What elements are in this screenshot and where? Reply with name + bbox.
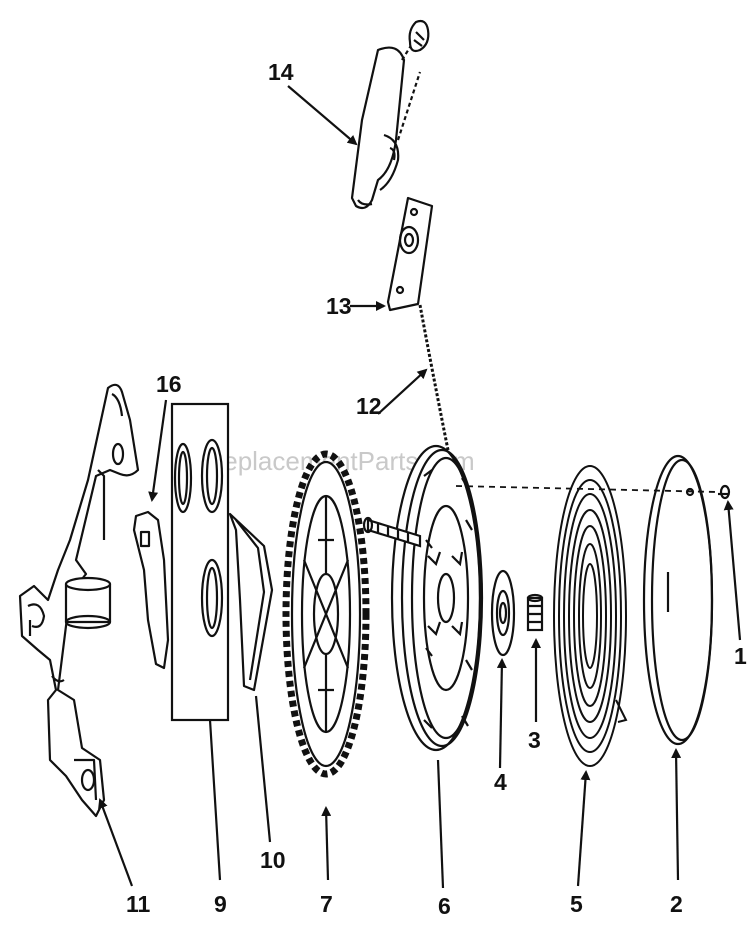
label-part-14: 14 — [268, 59, 294, 85]
leader-lines — [98, 85, 742, 889]
label-part-11: 11 — [126, 891, 151, 917]
label-part-1: 1 — [734, 643, 747, 669]
part-11-mounting-plate — [18, 383, 140, 818]
label-part-16: 16 — [156, 371, 182, 397]
label-part-7: 7 — [320, 891, 333, 917]
part-7-sprocket — [282, 450, 370, 778]
label-part-10: 10 — [260, 847, 286, 873]
part-12-rope — [418, 304, 450, 451]
part-2-cover-disc — [642, 454, 714, 746]
label-part-6: 6 — [438, 893, 451, 919]
part-10-wire — [228, 512, 274, 692]
label-part-13: 13 — [326, 293, 352, 319]
part-5-spring — [553, 465, 628, 767]
label-part-5: 5 — [570, 891, 583, 917]
part-14-arm — [350, 19, 430, 210]
label-part-2: 2 — [670, 891, 683, 917]
part-3-screw — [526, 593, 544, 632]
part-4-washer — [490, 569, 516, 657]
center-bolt — [362, 516, 422, 548]
part-6-pulley — [390, 444, 484, 752]
part-9-block — [170, 402, 230, 722]
part-16-pawl — [132, 510, 170, 670]
label-part-3: 3 — [528, 727, 541, 753]
part-13-bracket — [386, 196, 434, 312]
label-part-4: 4 — [494, 769, 507, 795]
label-part-9: 9 — [214, 891, 227, 917]
part-1-screw — [718, 484, 731, 500]
label-part-12: 12 — [356, 393, 382, 419]
